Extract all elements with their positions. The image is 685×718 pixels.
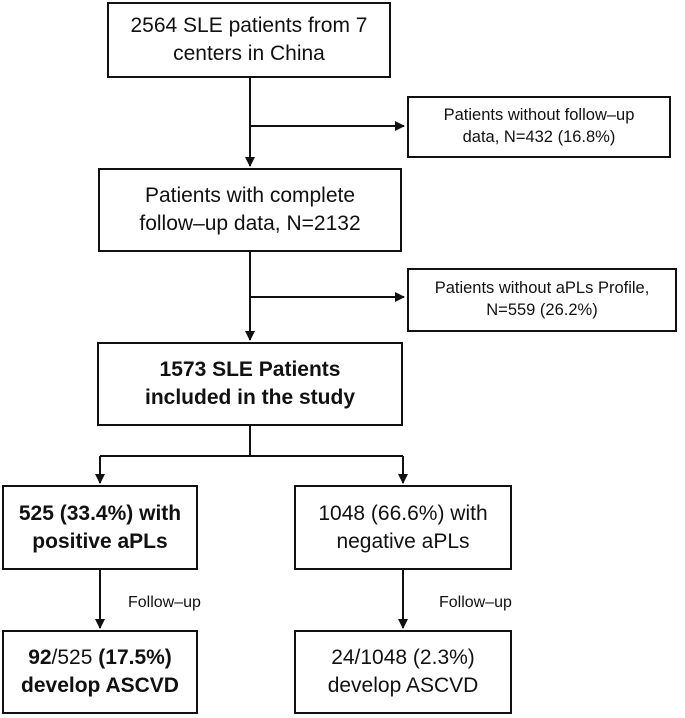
included-box: 1573 SLE Patients included in the study [97, 342, 403, 426]
positive-line2: positive aPLs [32, 529, 168, 553]
positive-outcome-pct: (17.5%) [98, 646, 172, 670]
included-line1: 1573 SLE Patients [159, 358, 341, 382]
source-line1: 2564 SLE patients from 7 [130, 14, 368, 38]
complete-followup-line2: follow–up data, N=2132 [139, 212, 361, 235]
positive-apls-box: 525 (33.4%) with positive aPLs [2, 485, 198, 570]
excluded-apls-box: Patients without aPLs Profile, N=559 (26… [407, 268, 677, 332]
followup-label-right: Follow–up [439, 594, 512, 611]
included-line2: included in the study [144, 386, 355, 409]
excluded-apls-line1: Patients without aPLs Profile, [434, 279, 650, 298]
followup-label-left: Follow–up [128, 594, 201, 611]
excluded-followup-line2: data, N=432 (16.8%) [462, 128, 616, 146]
complete-followup-line1: Patients with complete [144, 184, 356, 208]
negative-apls-box: 1048 (66.6%) with negative aPLs [294, 485, 512, 570]
positive-outcome-line2: develop ASCVD [21, 674, 179, 697]
complete-followup-box: Patients with complete follow–up data, N… [98, 168, 402, 252]
positive-outcome-line1: 92/525 (17.5%) [21, 644, 179, 672]
source-line2: centers in China [173, 42, 325, 65]
excluded-followup-line1: Patients without follow–up [443, 106, 635, 125]
negative-line1: 1048 (66.6%) with [318, 501, 488, 525]
positive-outcome-count: 92 [28, 646, 52, 670]
negative-outcome-box: 24/1048 (2.3%) develop ASCVD [294, 630, 512, 714]
positive-outcome-box: 92/525 (17.5%) develop ASCVD [2, 630, 198, 714]
negative-outcome-line2: develop ASCVD [327, 674, 479, 697]
positive-line1: 525 (33.4%) with [18, 501, 182, 525]
negative-line2: negative aPLs [336, 529, 470, 553]
source-box: 2564 SLE patients from 7 centers in Chin… [107, 2, 391, 78]
positive-outcome-total: /525 [51, 646, 99, 670]
excluded-apls-line2: N=559 (26.2%) [486, 301, 598, 319]
negative-outcome-line1: 24/1048 (2.3%) [331, 646, 475, 670]
excluded-followup-box: Patients without follow–up data, N=432 (… [407, 96, 671, 158]
